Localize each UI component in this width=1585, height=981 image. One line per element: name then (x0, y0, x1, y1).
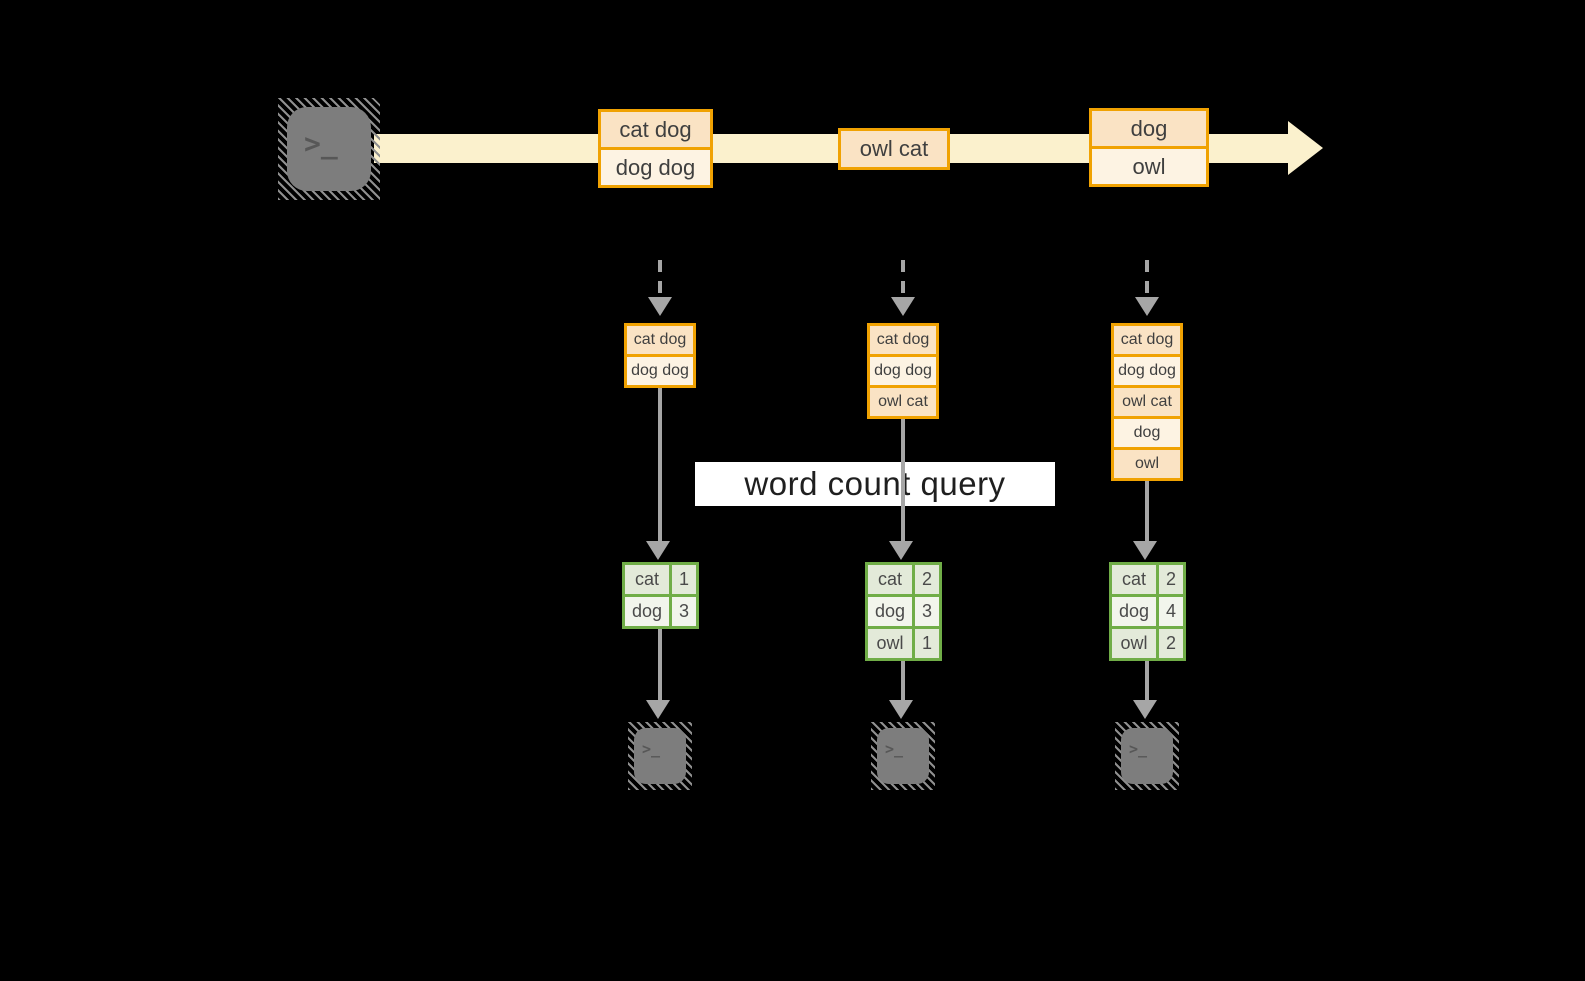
terminal-body (877, 728, 929, 784)
consumer-terminal-icon: >_ (871, 722, 935, 790)
buffer-line: owl cat (1114, 388, 1180, 416)
count-cell: 3 (915, 597, 939, 626)
query-arrow-shaft (1145, 481, 1149, 541)
event-buffer-box: cat dog dog dog owl cat dog owl (1111, 323, 1183, 481)
count-cell: 2 (915, 565, 939, 594)
query-label: word count query (695, 462, 1055, 506)
count-cell: 2 (1159, 629, 1183, 658)
count-cell: 1 (672, 565, 696, 594)
buffer-line: owl (1114, 450, 1180, 478)
terminal-prompt-icon: >_ (304, 127, 338, 160)
buffer-line: dog dog (1114, 357, 1180, 385)
output-arrow-head-icon (646, 700, 670, 719)
output-arrow-head-icon (1133, 700, 1157, 719)
query-arrow-head-icon (1133, 541, 1157, 560)
producer-terminal-icon: >_ (278, 98, 380, 200)
count-cell: 4 (1159, 597, 1183, 626)
query-arrow-shaft (658, 388, 662, 541)
event-buffer-box: cat dog dog dog owl cat (867, 323, 939, 419)
stream-event-line: owl (1092, 149, 1206, 184)
buffer-line: dog dog (627, 357, 693, 385)
ingest-arrow-head-icon (648, 297, 672, 316)
consumer-terminal-icon: >_ (628, 722, 692, 790)
word-count-table: cat 2 dog 4 owl 2 (1109, 562, 1186, 661)
query-arrow-head-icon (646, 541, 670, 560)
terminal-body (287, 107, 371, 191)
word-cell: cat (625, 565, 669, 594)
stream-event-line: dog (1092, 111, 1206, 146)
buffer-line: cat dog (627, 326, 693, 354)
output-arrow-head-icon (889, 700, 913, 719)
word-cell: owl (868, 629, 912, 658)
terminal-prompt-icon: >_ (885, 740, 904, 758)
output-arrow-shaft (901, 661, 905, 700)
word-cell: dog (1112, 597, 1156, 626)
buffer-line: cat dog (870, 326, 936, 354)
ingest-arrow-head-icon (891, 297, 915, 316)
terminal-prompt-icon: >_ (1129, 740, 1148, 758)
count-cell: 2 (1159, 565, 1183, 594)
output-arrow-shaft (658, 629, 662, 700)
stream-event-line: owl cat (841, 131, 947, 167)
buffer-line: dog (1114, 419, 1180, 447)
event-buffer-box: cat dog dog dog (624, 323, 696, 388)
stream-event-line: cat dog (601, 112, 710, 147)
count-cell: 1 (915, 629, 939, 658)
query-arrow-head-icon (889, 541, 913, 560)
terminal-body (1121, 728, 1173, 784)
word-cell: cat (1112, 565, 1156, 594)
stream-event-box: cat dog dog dog (598, 109, 713, 188)
stream-event-line: dog dog (601, 150, 710, 185)
ingest-arrow-shaft (901, 260, 905, 298)
stream-arrow-head-icon (1288, 121, 1323, 175)
output-arrow-shaft (1145, 661, 1149, 700)
buffer-line: owl cat (870, 388, 936, 416)
query-arrow-shaft (901, 419, 905, 541)
ingest-arrow-shaft (1145, 260, 1149, 298)
terminal-body (634, 728, 686, 784)
word-cell: cat (868, 565, 912, 594)
terminal-prompt-icon: >_ (642, 740, 661, 758)
word-cell: dog (868, 597, 912, 626)
consumer-terminal-icon: >_ (1115, 722, 1179, 790)
stream-event-box: owl cat (838, 128, 950, 170)
word-count-table: cat 1 dog 3 (622, 562, 699, 629)
word-cell: owl (1112, 629, 1156, 658)
ingest-arrow-head-icon (1135, 297, 1159, 316)
buffer-line: dog dog (870, 357, 936, 385)
count-cell: 3 (672, 597, 696, 626)
stream-event-box: dog owl (1089, 108, 1209, 187)
word-count-table: cat 2 dog 3 owl 1 (865, 562, 942, 661)
ingest-arrow-shaft (658, 260, 662, 298)
buffer-line: cat dog (1114, 326, 1180, 354)
word-cell: dog (625, 597, 669, 626)
